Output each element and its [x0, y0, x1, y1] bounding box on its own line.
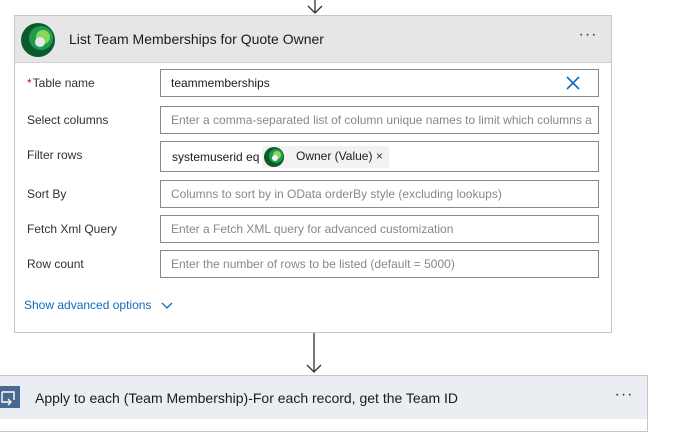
filter-rows-label: Filter rows [27, 148, 83, 162]
fetch-xml-input[interactable]: Enter a Fetch XML query for advanced cus… [160, 215, 599, 243]
row-count-input[interactable]: Enter the number of rows to be listed (d… [160, 250, 599, 278]
field-table-name: *Table name teammemberships [15, 69, 611, 99]
card-header[interactable]: List Team Memberships for Quote Owner ··… [15, 16, 611, 63]
apply-to-each-title: Apply to each (Team Membership)-For each… [35, 390, 459, 406]
connector-arrow-middle [306, 333, 322, 373]
loop-icon [0, 386, 20, 408]
row-count-placeholder: Enter the number of rows to be listed (d… [171, 257, 455, 271]
apply-to-each-header[interactable]: Apply to each (Team Membership)-For each… [0, 376, 647, 419]
connector-arrow-top [307, 0, 323, 14]
field-select-columns: Select columns Enter a comma-separated l… [15, 106, 611, 136]
sort-by-input[interactable]: Columns to sort by in OData orderBy styl… [160, 180, 599, 208]
filter-rows-text: systemuserid eq [172, 150, 260, 164]
field-sort-by: Sort By Columns to sort by in OData orde… [15, 180, 611, 210]
select-columns-input[interactable]: Enter a comma-separated list of column u… [160, 106, 599, 134]
required-mark: * [27, 76, 32, 90]
row-count-label: Row count [27, 257, 84, 271]
filter-rows-input[interactable]: systemuserid eq Owner (Value) × [160, 141, 599, 172]
chevron-down-icon [161, 302, 173, 309]
show-advanced-options-link[interactable]: Show advanced options [24, 298, 173, 312]
table-name-label-text: Table name [32, 76, 95, 90]
fetch-xml-placeholder: Enter a Fetch XML query for advanced cus… [171, 222, 454, 236]
card-title: List Team Memberships for Quote Owner [69, 31, 324, 47]
table-name-input[interactable]: teammemberships [160, 69, 599, 97]
dynamic-content-token[interactable]: Owner (Value) × [262, 146, 389, 168]
more-options-button[interactable]: ··· [614, 386, 634, 403]
fetch-xml-label: Fetch Xml Query [27, 222, 118, 236]
token-remove-icon[interactable]: × [376, 149, 384, 163]
sort-by-label: Sort By [27, 187, 67, 201]
token-label: Owner (Value) [296, 149, 373, 163]
sort-by-placeholder: Columns to sort by in OData orderBy styl… [171, 187, 502, 201]
more-options-button[interactable]: ··· [578, 26, 598, 43]
dataverse-icon [264, 147, 284, 167]
action-card-list-team-memberships: List Team Memberships for Quote Owner ··… [14, 15, 612, 333]
table-name-label: *Table name [27, 76, 95, 90]
clear-icon[interactable] [566, 76, 580, 90]
dataverse-icon [21, 23, 55, 57]
field-filter-rows: Filter rows systemuserid eq Owner (Value… [15, 141, 611, 172]
select-columns-label: Select columns [27, 113, 109, 127]
apply-to-each-card: Apply to each (Team Membership)-For each… [0, 375, 648, 432]
select-columns-placeholder: Enter a comma-separated list of column u… [171, 113, 592, 127]
advanced-label: Show advanced options [24, 298, 152, 312]
field-fetch-xml: Fetch Xml Query Enter a Fetch XML query … [15, 215, 611, 245]
field-row-count: Row count Enter the number of rows to be… [15, 250, 611, 280]
table-name-value: teammemberships [171, 76, 270, 90]
